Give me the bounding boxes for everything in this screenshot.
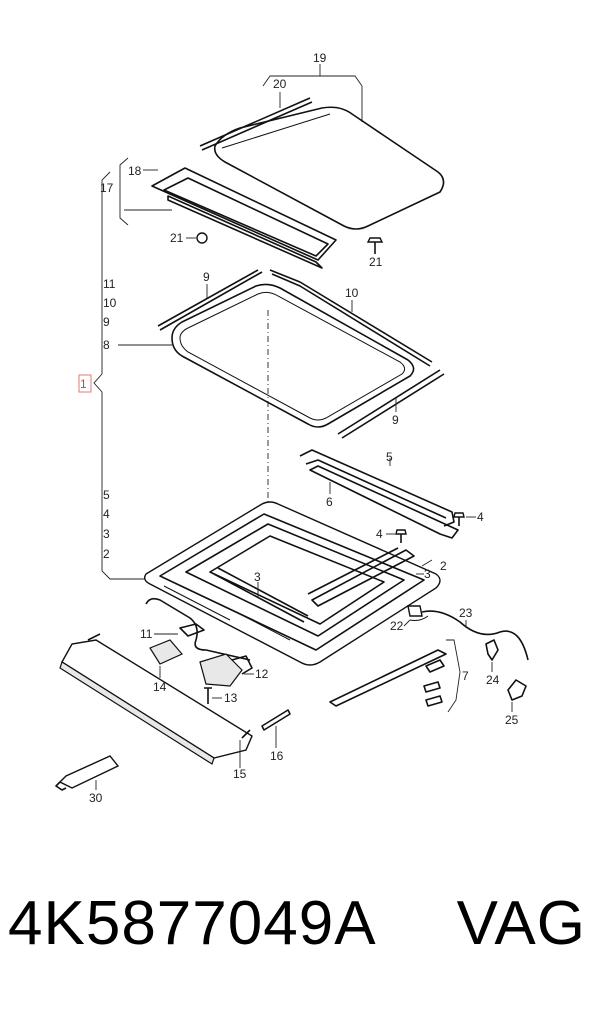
callout-7: 7 xyxy=(462,669,469,683)
roof-frame xyxy=(143,501,441,666)
part-number: 4K5877049A xyxy=(8,889,377,958)
callout-22: 22 xyxy=(390,619,404,633)
callout-1: 1 xyxy=(80,377,87,391)
callout-25: 25 xyxy=(505,713,519,727)
callout-12: 12 xyxy=(255,667,269,681)
callout-3-right: 3 xyxy=(424,567,431,581)
clip-25 xyxy=(507,679,527,712)
motor-12 xyxy=(199,653,254,687)
exploded-parts-diagram: 17 11 10 9 8 1 5 4 3 2 19 20 18 21 21 9 … xyxy=(55,51,529,805)
callout-20: 20 xyxy=(273,77,287,91)
callout-11-side: 11 xyxy=(103,277,116,291)
adhesive-tube-30 xyxy=(55,755,120,791)
callout-10: 10 xyxy=(345,286,359,300)
cable-harness-11 xyxy=(145,597,251,661)
callout-2: 2 xyxy=(440,559,447,573)
callout-6: 6 xyxy=(326,495,333,509)
seal-strip-9-right xyxy=(337,369,445,439)
glass-panel xyxy=(213,106,445,230)
callout-17: 17 xyxy=(100,181,114,195)
callout-5: 5 xyxy=(386,450,393,464)
callout-8: 8 xyxy=(103,338,110,352)
screw-4-right xyxy=(453,512,476,526)
callout-3: 3 xyxy=(254,570,261,584)
control-unit-14 xyxy=(149,639,183,678)
callout-13: 13 xyxy=(224,691,238,705)
callout-16: 16 xyxy=(270,749,284,763)
callout-10-side: 10 xyxy=(103,296,117,310)
callout-21-left: 21 xyxy=(170,231,184,245)
callout-11: 11 xyxy=(140,627,153,641)
callout-18: 18 xyxy=(128,164,142,178)
callout-4-left: 4 xyxy=(376,527,383,541)
sun-blind-15 xyxy=(59,633,253,768)
brand-name: VAG xyxy=(456,889,586,958)
callouts: 19 20 18 21 21 9 10 9 5 6 4 4 2 3 3 23 2… xyxy=(89,51,519,805)
callout-3-side: 3 xyxy=(103,527,110,541)
seal-strip-10 xyxy=(269,269,433,367)
callout-14: 14 xyxy=(153,680,167,694)
callout-30: 30 xyxy=(89,791,103,805)
callout-19: 19 xyxy=(313,51,327,65)
deflector-panel xyxy=(119,157,337,269)
screw-21-left xyxy=(186,232,208,244)
group-bracket-1 xyxy=(78,171,146,580)
callout-9-right: 9 xyxy=(392,413,399,427)
trim-strip-7 xyxy=(329,639,461,713)
callout-column: 17 11 10 9 8 1 5 4 3 2 xyxy=(80,181,117,561)
screw-13 xyxy=(204,687,222,704)
group-bracket-19 xyxy=(262,64,363,122)
callout-4-right: 4 xyxy=(477,510,484,524)
screw-4-left xyxy=(386,529,407,543)
callout-24: 24 xyxy=(486,673,500,687)
callout-21-right: 21 xyxy=(369,255,383,269)
callout-4-side: 4 xyxy=(103,507,110,521)
screw-21-right xyxy=(366,237,384,254)
guide-16 xyxy=(261,709,291,748)
drain-hose xyxy=(403,605,529,661)
seal-strip-20 xyxy=(199,92,313,151)
callout-23: 23 xyxy=(459,606,473,620)
guide-rail-assembly xyxy=(299,449,459,539)
frame-seal-8 xyxy=(118,283,415,428)
callout-5-side: 5 xyxy=(103,488,110,502)
clip-24 xyxy=(485,639,499,672)
part-caption: 4K5877049A VAG xyxy=(0,888,600,978)
seal-strip-9-left xyxy=(157,269,263,331)
callout-2-side: 2 xyxy=(103,547,110,561)
callout-9-side: 9 xyxy=(103,315,110,329)
callout-15: 15 xyxy=(233,767,247,781)
callout-9-top: 9 xyxy=(203,270,210,284)
